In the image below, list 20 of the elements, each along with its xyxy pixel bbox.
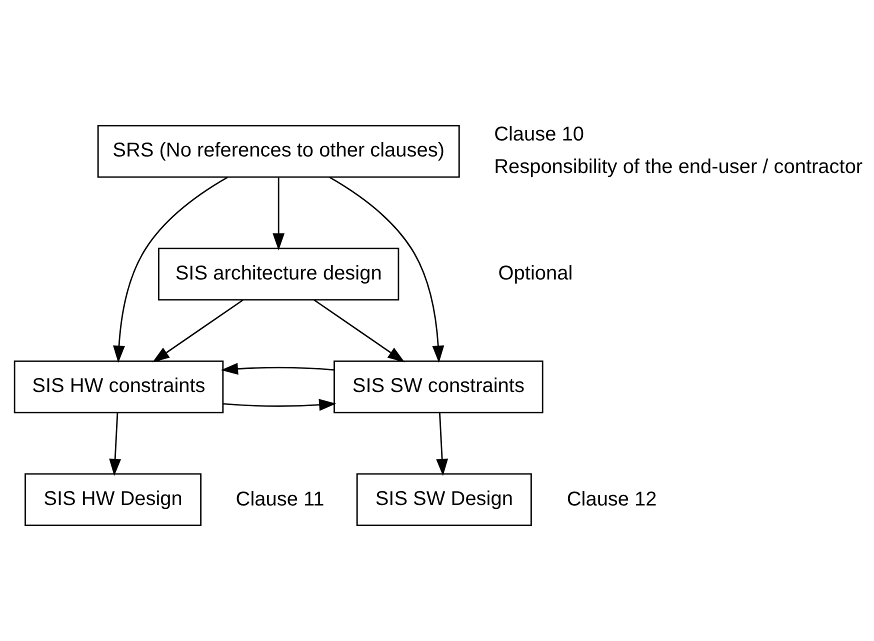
arrow bbox=[113, 176, 228, 363]
arrow bbox=[329, 176, 444, 363]
node-label: Clause 12 bbox=[566, 488, 657, 511]
arrow bbox=[436, 412, 448, 476]
node-box: SIS architecture design bbox=[158, 248, 400, 301]
node-box: SIS HW constraints bbox=[14, 360, 224, 414]
node-label: Responsibility of the end-user / contractor bbox=[494, 156, 863, 178]
node-box: SIS SW Design bbox=[356, 473, 532, 526]
arrow bbox=[272, 178, 285, 250]
node-label: Clause 11 bbox=[236, 488, 324, 511]
arrow bbox=[222, 398, 336, 411]
node-box: SIS SW constraints bbox=[334, 360, 544, 414]
arrow bbox=[314, 299, 405, 362]
node-label: Clause 10 bbox=[494, 123, 584, 146]
node-box: SRS (No references to other clauses) bbox=[97, 124, 460, 178]
arrow bbox=[220, 362, 334, 375]
label: Optional bbox=[498, 262, 573, 284]
node-box: SIS HW Design bbox=[24, 473, 202, 526]
arrow bbox=[152, 299, 244, 362]
arrow bbox=[109, 412, 122, 476]
